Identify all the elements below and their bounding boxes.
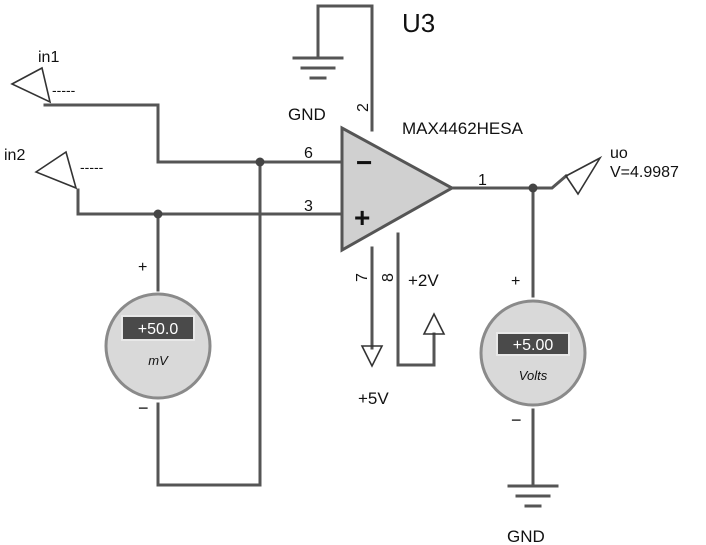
volts-meter-plus: + bbox=[511, 273, 520, 290]
wire-pin8 bbox=[396, 232, 436, 367]
pin-number-6: 6 bbox=[304, 145, 313, 162]
ground-symbol-bottom bbox=[507, 484, 559, 508]
wire-in2 bbox=[76, 188, 344, 216]
output-probe[interactable] bbox=[564, 155, 603, 196]
millivolt-meter[interactable]: +50.0 mV bbox=[104, 292, 212, 400]
volts-meter-display: +5.00 bbox=[513, 337, 554, 354]
supply-label-plus2v: +2V bbox=[408, 271, 439, 290]
amp-minus-sign: − bbox=[356, 147, 372, 178]
pin-number-1: 1 bbox=[478, 172, 487, 189]
junction-output bbox=[528, 183, 538, 193]
pin-number-8: 8 bbox=[380, 273, 397, 282]
volts-meter[interactable]: +5.00 Volts bbox=[479, 299, 587, 407]
wires bbox=[43, 4, 569, 487]
supply-arrow-plus2v bbox=[422, 312, 446, 335]
input-in2-label: in2 bbox=[4, 147, 25, 164]
wire-output bbox=[450, 173, 569, 190]
gnd-label-top: GND bbox=[288, 105, 326, 124]
junction-pin6 bbox=[255, 157, 265, 167]
wire-gnd-top bbox=[316, 4, 374, 132]
millivolt-meter-unit: mV bbox=[148, 353, 169, 368]
part-number-label: MAX4462HESA bbox=[402, 119, 524, 138]
pin-number-2: 2 bbox=[355, 103, 372, 112]
volts-meter-unit: Volts bbox=[519, 368, 548, 383]
millivolt-meter-plus: + bbox=[138, 259, 147, 276]
output-voltage-reading: V=4.9987 bbox=[610, 164, 679, 181]
output-name-label: uo bbox=[610, 145, 628, 162]
input-in1-label: in1 bbox=[38, 49, 59, 66]
pin-number-7: 7 bbox=[354, 273, 371, 282]
amp-plus-sign: + bbox=[354, 202, 370, 233]
ground-symbol-top bbox=[292, 56, 344, 80]
input-in2-dash: ----- bbox=[80, 159, 104, 175]
wire-loop bbox=[156, 160, 262, 487]
volts-meter-minus: − bbox=[511, 410, 522, 430]
supply-label-plus5v: +5V bbox=[358, 389, 389, 408]
input-in1-dash: ----- bbox=[52, 82, 76, 98]
millivolt-meter-display: +50.0 bbox=[138, 321, 179, 338]
junction-pin3 bbox=[153, 209, 163, 219]
part-ref-label: U3 bbox=[402, 8, 435, 38]
wire-in1 bbox=[43, 103, 344, 164]
op-amp-symbol bbox=[340, 125, 456, 253]
input-in2-terminal[interactable] bbox=[34, 150, 78, 190]
supply-arrow-plus5v bbox=[360, 345, 384, 368]
pin-number-3: 3 bbox=[304, 198, 313, 215]
input-in1-terminal[interactable] bbox=[10, 66, 52, 104]
millivolt-meter-minus: − bbox=[138, 398, 149, 418]
junctions bbox=[153, 157, 538, 219]
gnd-label-bottom: GND bbox=[507, 527, 545, 545]
